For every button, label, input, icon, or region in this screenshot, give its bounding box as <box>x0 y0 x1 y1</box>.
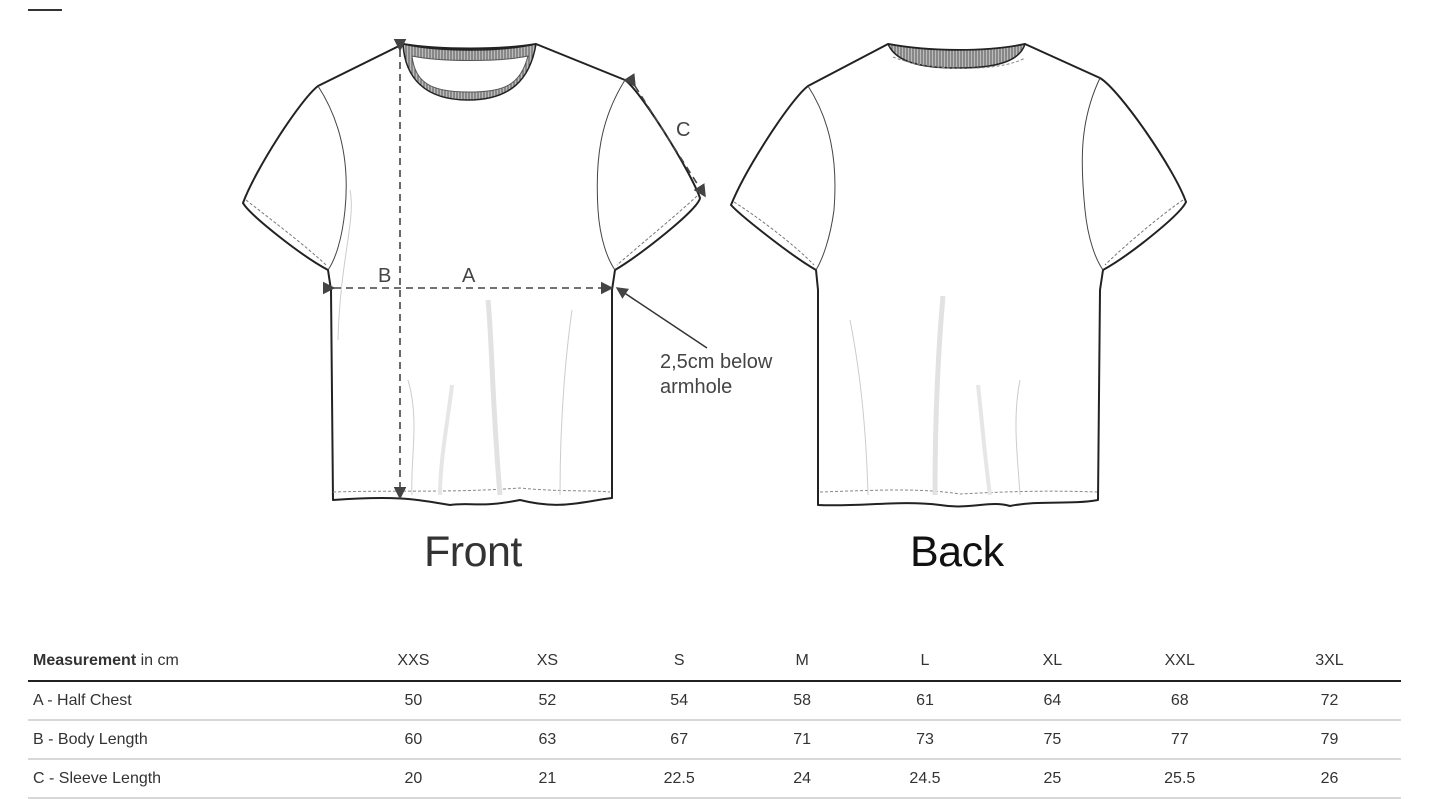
dimension-label-a: A <box>462 265 476 287</box>
front-shirt-illustration <box>242 43 701 506</box>
cell-value: 68 <box>1101 681 1258 721</box>
back-shirt-illustration <box>730 43 1187 508</box>
size-header-3xl: 3XL <box>1257 642 1401 682</box>
tshirt-diagram: B A C 2,5cm below armhole Front Back <box>242 38 1187 576</box>
cell-value: 64 <box>1003 681 1102 721</box>
cell-value: 50 <box>333 681 494 721</box>
cell-value: 79 <box>1257 720 1401 760</box>
measurement-note: 2,5cm below armhole <box>660 350 772 400</box>
measurement-header-unit: in cm <box>136 652 179 669</box>
cell-value: 24.5 <box>846 759 1004 799</box>
size-header-xs: XS <box>493 642 601 682</box>
dimension-label-c: C <box>676 119 691 141</box>
size-header-s: S <box>601 642 758 682</box>
row-label: C - Sleeve Length <box>28 759 333 799</box>
table-row: B - Body Length 60 63 67 71 73 75 77 79 <box>28 720 1401 760</box>
cell-value: 75 <box>1003 720 1102 760</box>
cell-value: 60 <box>333 720 494 760</box>
row-label: A - Half Chest <box>28 681 333 721</box>
cell-value: 24 <box>757 759 847 799</box>
cell-value: 61 <box>846 681 1004 721</box>
dimension-label-b: B <box>378 265 392 287</box>
table-row: C - Sleeve Length 20 21 22.5 24 24.5 25 … <box>28 759 1401 799</box>
size-header-xxl: XXL <box>1101 642 1258 682</box>
cell-value: 25.5 <box>1101 759 1258 799</box>
cell-value: 22.5 <box>601 759 758 799</box>
size-header-xl: XL <box>1003 642 1102 682</box>
cell-value: 67 <box>601 720 758 760</box>
measurement-header-bold: Measurement <box>33 652 137 669</box>
cell-value: 72 <box>1257 681 1401 721</box>
front-view-label: Front <box>424 528 522 576</box>
table-header-row: Measurement in cm XXS XS S M L XL XXL 3X… <box>28 642 1401 682</box>
note-pointer-arrow <box>615 287 708 349</box>
cell-value: 54 <box>601 681 758 721</box>
note-line-1: 2,5cm below <box>660 351 773 373</box>
back-view-label: Back <box>910 528 1004 576</box>
size-chart-table: Measurement in cm XXS XS S M L XL XXL 3X… <box>28 642 1401 799</box>
cell-value: 25 <box>1003 759 1102 799</box>
cell-value: 21 <box>493 759 601 799</box>
top-rule-divider <box>28 9 62 11</box>
cell-value: 58 <box>757 681 847 721</box>
cell-value: 63 <box>493 720 601 760</box>
size-header-xxs: XXS <box>333 642 494 682</box>
note-line-2: armhole <box>660 376 733 398</box>
dimension-lines <box>322 38 706 500</box>
measurement-header: Measurement in cm <box>28 642 333 682</box>
cell-value: 77 <box>1101 720 1258 760</box>
cell-value: 71 <box>757 720 847 760</box>
row-label: B - Body Length <box>28 720 333 760</box>
size-header-l: L <box>846 642 1004 682</box>
cell-value: 73 <box>846 720 1004 760</box>
cell-value: 20 <box>333 759 494 799</box>
cell-value: 52 <box>493 681 601 721</box>
cell-value: 26 <box>1257 759 1401 799</box>
table-row: A - Half Chest 50 52 54 58 61 64 68 72 <box>28 681 1401 721</box>
size-header-m: M <box>757 642 847 682</box>
